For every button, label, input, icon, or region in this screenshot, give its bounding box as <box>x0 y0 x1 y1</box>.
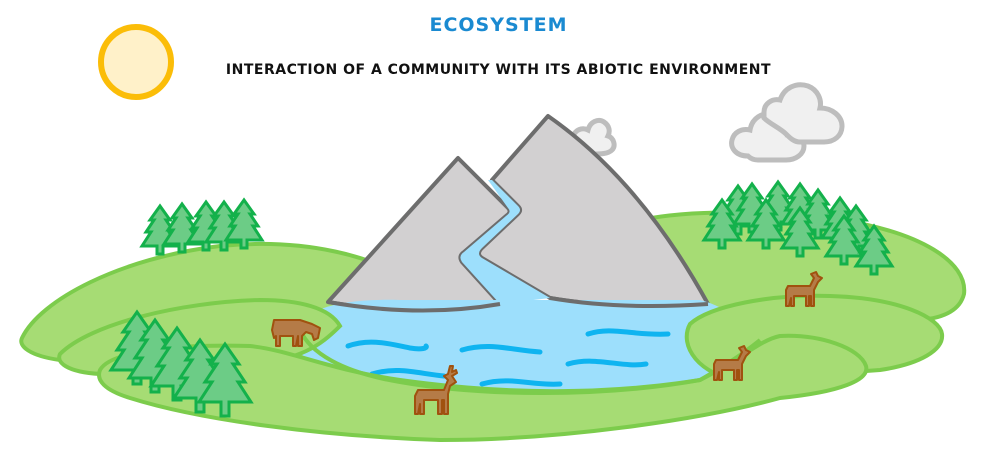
sun-icon <box>98 24 174 100</box>
diagram-subtitle: INTERACTION OF A COMMUNITY WITH ITS ABIO… <box>225 62 772 78</box>
river <box>460 180 550 304</box>
mountain-left <box>326 156 512 313</box>
grass-hill-front <box>97 333 869 443</box>
lake-waves <box>345 328 671 387</box>
diagram-title: ECOSYSTEM <box>429 14 568 36</box>
tree-cluster-back-left <box>140 198 264 256</box>
cloud-icon <box>761 82 845 145</box>
